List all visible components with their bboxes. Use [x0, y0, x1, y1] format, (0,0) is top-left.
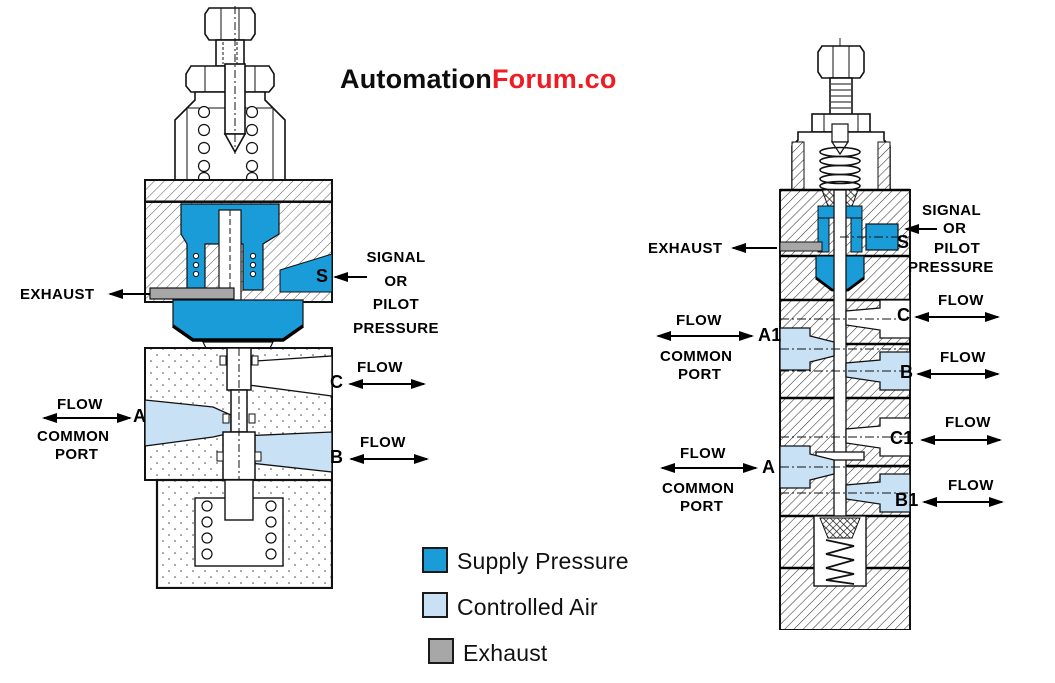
- right-port-b1-arrow: [922, 496, 1004, 508]
- right-port-b-arrow: [916, 368, 1000, 380]
- legend-label-supply-pressure: Supply Pressure: [457, 548, 629, 574]
- left-s-arrow: [333, 271, 369, 283]
- right-port-c1-arrow: [920, 434, 1002, 446]
- right-port-a-arrow: [660, 462, 758, 474]
- right-valve-diagram: [779, 38, 911, 630]
- right-port-c1-label: C1: [890, 428, 914, 448]
- legend-label-controlled-air: Controlled Air: [457, 594, 598, 620]
- right-signal-line3: PILOT: [934, 240, 981, 257]
- right-signal-line4: PRESSURE: [908, 259, 994, 276]
- right-port-b-label: B: [900, 362, 914, 382]
- right-port-c-flow: FLOW: [938, 292, 984, 309]
- right-common1-label: COMMON: [660, 348, 733, 365]
- right-port-a1-label: A1: [758, 325, 782, 345]
- left-common-label: COMMON: [37, 428, 110, 445]
- right-port-a-flow: FLOW: [680, 445, 726, 462]
- right-common2-label: COMMON: [662, 480, 735, 497]
- left-exhaust-arrow: [108, 288, 152, 300]
- page-title: AutomationForum.co: [340, 64, 617, 95]
- left-port-b-label: B: [330, 447, 344, 467]
- title-red: Forum.co: [491, 64, 617, 94]
- signal-line: OR: [384, 272, 408, 290]
- right-port-c1-flow: FLOW: [945, 414, 991, 431]
- left-valve-diagram: [144, 6, 333, 589]
- signal-line: PILOT: [372, 296, 420, 313]
- legend-swatch-controlled-air: [422, 592, 448, 618]
- left-port-c-arrow: [348, 378, 426, 390]
- right-port-b1-label: B1: [895, 490, 919, 510]
- left-signal-pilot-label: SIGNAL OR PILOT PRESSURE: [343, 246, 449, 340]
- legend-swatch-supply-pressure: [422, 547, 448, 573]
- right-port-word2-label: PORT: [680, 498, 724, 515]
- left-port-a-label: A: [133, 406, 147, 426]
- right-port-b-flow: FLOW: [940, 349, 986, 366]
- right-s-arrow: [904, 223, 939, 235]
- right-port-b1-flow: FLOW: [948, 477, 994, 494]
- right-signal-line2: OR: [943, 220, 967, 237]
- signal-line: PRESSURE: [353, 319, 439, 337]
- right-port-c-label: C: [897, 305, 911, 325]
- left-s-port-label: S: [316, 266, 329, 286]
- signal-line: SIGNAL: [366, 249, 426, 266]
- right-port-c-arrow: [914, 311, 1000, 323]
- left-port-a-flow: FLOW: [57, 396, 103, 413]
- legend-swatch-exhaust: [428, 638, 454, 664]
- right-port-word1-label: PORT: [678, 366, 722, 383]
- right-signal-line1: SIGNAL: [922, 202, 982, 219]
- left-port-b-arrow: [349, 453, 429, 465]
- left-port-word-label: PORT: [55, 446, 99, 463]
- right-exhaust-label: EXHAUST: [648, 240, 723, 257]
- title-black: Automation: [340, 64, 492, 94]
- right-port-a1-flow: FLOW: [676, 312, 722, 329]
- left-port-b-flow: FLOW: [360, 434, 406, 451]
- right-port-a-label: A: [762, 457, 776, 477]
- right-s-port-label: S: [897, 232, 910, 252]
- legend-label-exhaust: Exhaust: [463, 640, 548, 666]
- left-port-c-label: C: [330, 372, 344, 392]
- right-port-a1-arrow: [656, 330, 754, 342]
- right-exhaust-arrow: [731, 242, 779, 254]
- left-port-c-flow: FLOW: [357, 359, 403, 376]
- left-port-a-arrow: [42, 412, 132, 424]
- left-exhaust-label: EXHAUST: [20, 286, 95, 303]
